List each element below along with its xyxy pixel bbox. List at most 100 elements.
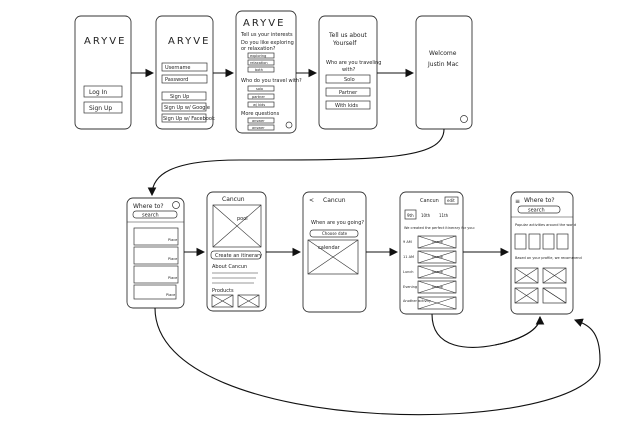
about-heading: About Cancun — [212, 264, 247, 270]
calendar-label: calendar — [318, 245, 341, 251]
recommend-image-1[interactable] — [514, 267, 539, 284]
screen-dates: < Cancun When are you going? Choose date… — [302, 191, 367, 313]
app-logo: ARYVE — [84, 36, 126, 47]
create-itinerary-label: Create an itinerary — [215, 253, 262, 259]
calendar-widget[interactable] — [307, 239, 359, 275]
itinerary-intro: We created the perfect itinerary for you… — [404, 226, 475, 230]
google-signup-button[interactable] — [161, 102, 207, 112]
option-exploring[interactable] — [247, 52, 275, 59]
edit-label: edit — [447, 198, 455, 203]
date-select[interactable] — [309, 229, 359, 238]
option-partner[interactable] — [325, 87, 371, 97]
date-chip-9[interactable]: 9th — [407, 213, 414, 218]
date-chip-active[interactable] — [404, 209, 417, 220]
popular-card-2[interactable] — [528, 233, 541, 250]
place-card-3[interactable] — [133, 265, 179, 284]
place-card-2[interactable] — [133, 246, 179, 265]
product-image-2[interactable] — [237, 294, 260, 308]
option-answer-2[interactable] — [247, 124, 275, 131]
search-placeholder: search — [528, 208, 545, 214]
create-itinerary-button[interactable] — [210, 250, 262, 260]
dates-title: Cancun — [323, 197, 346, 204]
flow-arrow-loop-back — [494, 316, 541, 346]
login-button[interactable] — [83, 85, 123, 98]
flow-arrow-10-9-loop — [431, 313, 545, 348]
username-field[interactable] — [161, 62, 208, 72]
screen-launch: ARYVE Log In Sign Up — [74, 15, 132, 130]
avatar-icon[interactable] — [172, 201, 180, 209]
option-partner[interactable] — [247, 93, 275, 100]
facebook-signup-label: Sign Up w/ Facebook — [163, 116, 215, 122]
option-both[interactable] — [247, 66, 275, 73]
popular-card-3[interactable] — [542, 233, 555, 250]
option-with-kids[interactable] — [325, 100, 371, 110]
place-card-3-label: Place — [168, 276, 177, 280]
option-answer-1[interactable] — [247, 117, 275, 124]
slot-image-3-label: image — [432, 270, 443, 274]
recommend-heading: Based on your profile, we recommend — [515, 256, 582, 260]
recommend-image-3[interactable] — [514, 287, 539, 304]
place-card-4[interactable] — [133, 284, 177, 300]
facebook-signup-button[interactable] — [161, 113, 207, 123]
screen-where-to: Where to? search Place Place Place Place — [126, 197, 185, 309]
option-relaxation[interactable] — [247, 59, 275, 66]
destination-title: Cancun — [222, 196, 245, 203]
screen-destination: Cancun pool Create an itinerary About Ca… — [206, 191, 267, 312]
place-card-4-label: Place — [166, 293, 175, 297]
product-image-1[interactable] — [211, 294, 234, 308]
google-signup-label: Sign Up w/ Google — [164, 105, 210, 111]
question-travel-with: Who do you travel with? — [241, 78, 302, 84]
screen-home: ≡ Where to? search Popular activities ar… — [510, 191, 582, 315]
date-chip-10[interactable]: 10th — [421, 213, 431, 218]
signup-button[interactable] — [161, 91, 207, 101]
recommend-image-2[interactable] — [542, 267, 567, 284]
popular-heading: Popular activities around the world — [515, 223, 576, 227]
option-kids-label: w/ kids — [253, 103, 265, 107]
slot-image-1-label: image — [432, 240, 443, 244]
option-solo[interactable] — [247, 85, 275, 92]
option-partner-label: partner — [252, 95, 266, 99]
recommend-image-4[interactable] — [542, 287, 567, 304]
slot-image-5[interactable] — [417, 296, 457, 310]
option-solo[interactable] — [325, 74, 371, 84]
option-kids[interactable] — [247, 101, 275, 108]
slot-9am: 9 AM — [403, 240, 412, 244]
slot-image-4[interactable] — [417, 280, 457, 294]
flow-arrow-6-10 — [154, 307, 601, 416]
screen-frame — [74, 15, 132, 130]
slot-lunch: Lunch — [403, 270, 413, 274]
slot-image-3[interactable] — [417, 265, 457, 279]
signup-button[interactable] — [83, 101, 123, 114]
screen-welcome: Welcome Justin Mac — [415, 15, 473, 130]
slot-image-2-label: image — [432, 255, 443, 259]
signup-label: Sign Up — [89, 105, 112, 112]
password-placeholder: Password — [165, 77, 188, 83]
date-chip-11[interactable]: 11th — [439, 213, 449, 218]
option-exploring-label: exploring — [250, 54, 266, 58]
flow-arrow-5-6 — [147, 128, 445, 197]
search-input[interactable] — [132, 210, 178, 219]
slot-image-1[interactable] — [417, 235, 457, 249]
back-chevron-icon[interactable]: < — [309, 197, 314, 204]
popular-card-1[interactable] — [514, 233, 527, 250]
interests-heading: Tell us your interests — [240, 32, 293, 38]
menu-icon[interactable]: ≡ — [515, 198, 520, 205]
edit-button[interactable] — [444, 196, 459, 205]
screen-frame — [510, 191, 574, 315]
screen-frame — [415, 15, 473, 130]
continue-check-icon[interactable] — [460, 115, 468, 123]
next-arrow-icon[interactable] — [285, 121, 293, 129]
place-card-1[interactable] — [133, 227, 179, 246]
welcome-text: Welcome — [429, 50, 457, 57]
user-name: Justin Mac — [427, 61, 459, 68]
app-logo: ARYVE — [168, 36, 210, 47]
slot-image-2[interactable] — [417, 250, 457, 264]
password-field[interactable] — [161, 74, 208, 84]
screen-frame — [155, 15, 214, 130]
signup-label: Sign Up — [170, 94, 189, 100]
popular-card-4[interactable] — [556, 233, 569, 250]
itinerary-title: Cancun — [420, 198, 439, 204]
search-input[interactable] — [517, 205, 561, 214]
slot-11am: 11 AM — [403, 255, 414, 259]
screen-itinerary: Cancun edit 9th 10th 11th We created the… — [399, 191, 475, 315]
